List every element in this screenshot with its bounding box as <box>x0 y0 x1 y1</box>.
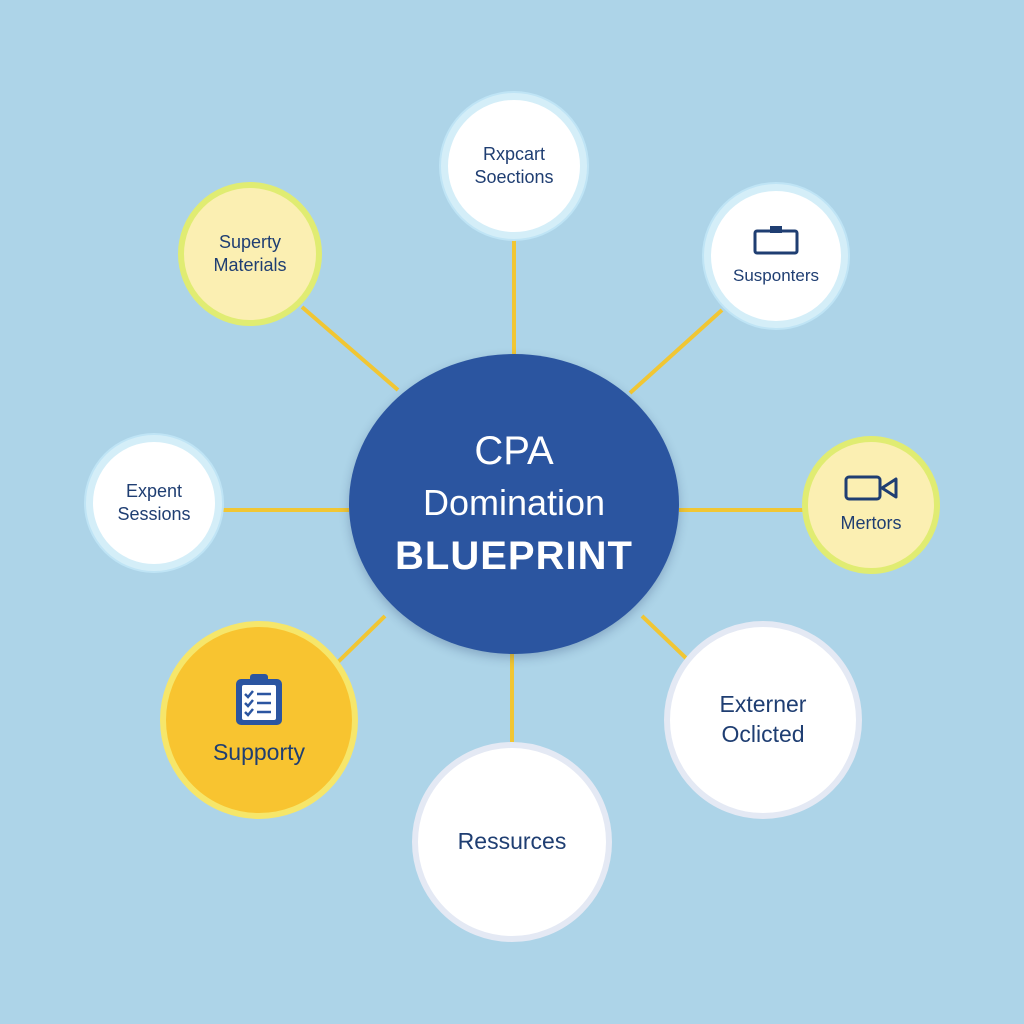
connector-line <box>336 614 387 664</box>
node-expent-sessions: Expent Sessions <box>86 435 222 571</box>
node-label-line2: Oclicted <box>721 721 805 747</box>
node-susponters: Susponters <box>704 184 848 328</box>
node-label-line1: Mertors <box>840 513 902 534</box>
node-mertors: Mertors <box>802 436 940 574</box>
node-label-line2: Soections <box>474 167 554 187</box>
node-label-line2: Materials <box>213 255 287 275</box>
connector-line <box>300 305 400 392</box>
node-rxpcart-soections: Rxpcart Soections <box>441 93 587 239</box>
node-label-line1: Rxpcart <box>482 143 545 164</box>
node-superty-materials: Superty Materials <box>178 182 322 326</box>
node-ressurces: Ressurces <box>412 742 612 942</box>
center-title-line1: CPA <box>474 429 554 473</box>
clipboard-checklist-icon <box>236 674 282 726</box>
node-label-line1: Externer <box>719 691 807 718</box>
center-hub: CPA Domination BLUEPRINT <box>349 354 679 654</box>
node-label-line2: Sessions <box>117 504 191 524</box>
node-label-line1: Supporty <box>212 739 306 766</box>
node-supporty: Supporty <box>160 621 358 819</box>
folder-icon <box>753 225 799 255</box>
connector-line <box>628 308 724 395</box>
node-label-line1: Superty <box>218 231 282 252</box>
center-title-line3: BLUEPRINT <box>395 534 633 578</box>
center-title-line2: Domination <box>422 482 606 523</box>
video-camera-icon <box>844 475 898 501</box>
node-label-line1: Ressurces <box>457 828 567 855</box>
node-externer-oclicted: Externer Oclicted <box>664 621 862 819</box>
connector-line <box>640 614 690 662</box>
node-label-line1: Expent <box>125 480 183 501</box>
node-label-line1: Susponters <box>733 265 819 285</box>
